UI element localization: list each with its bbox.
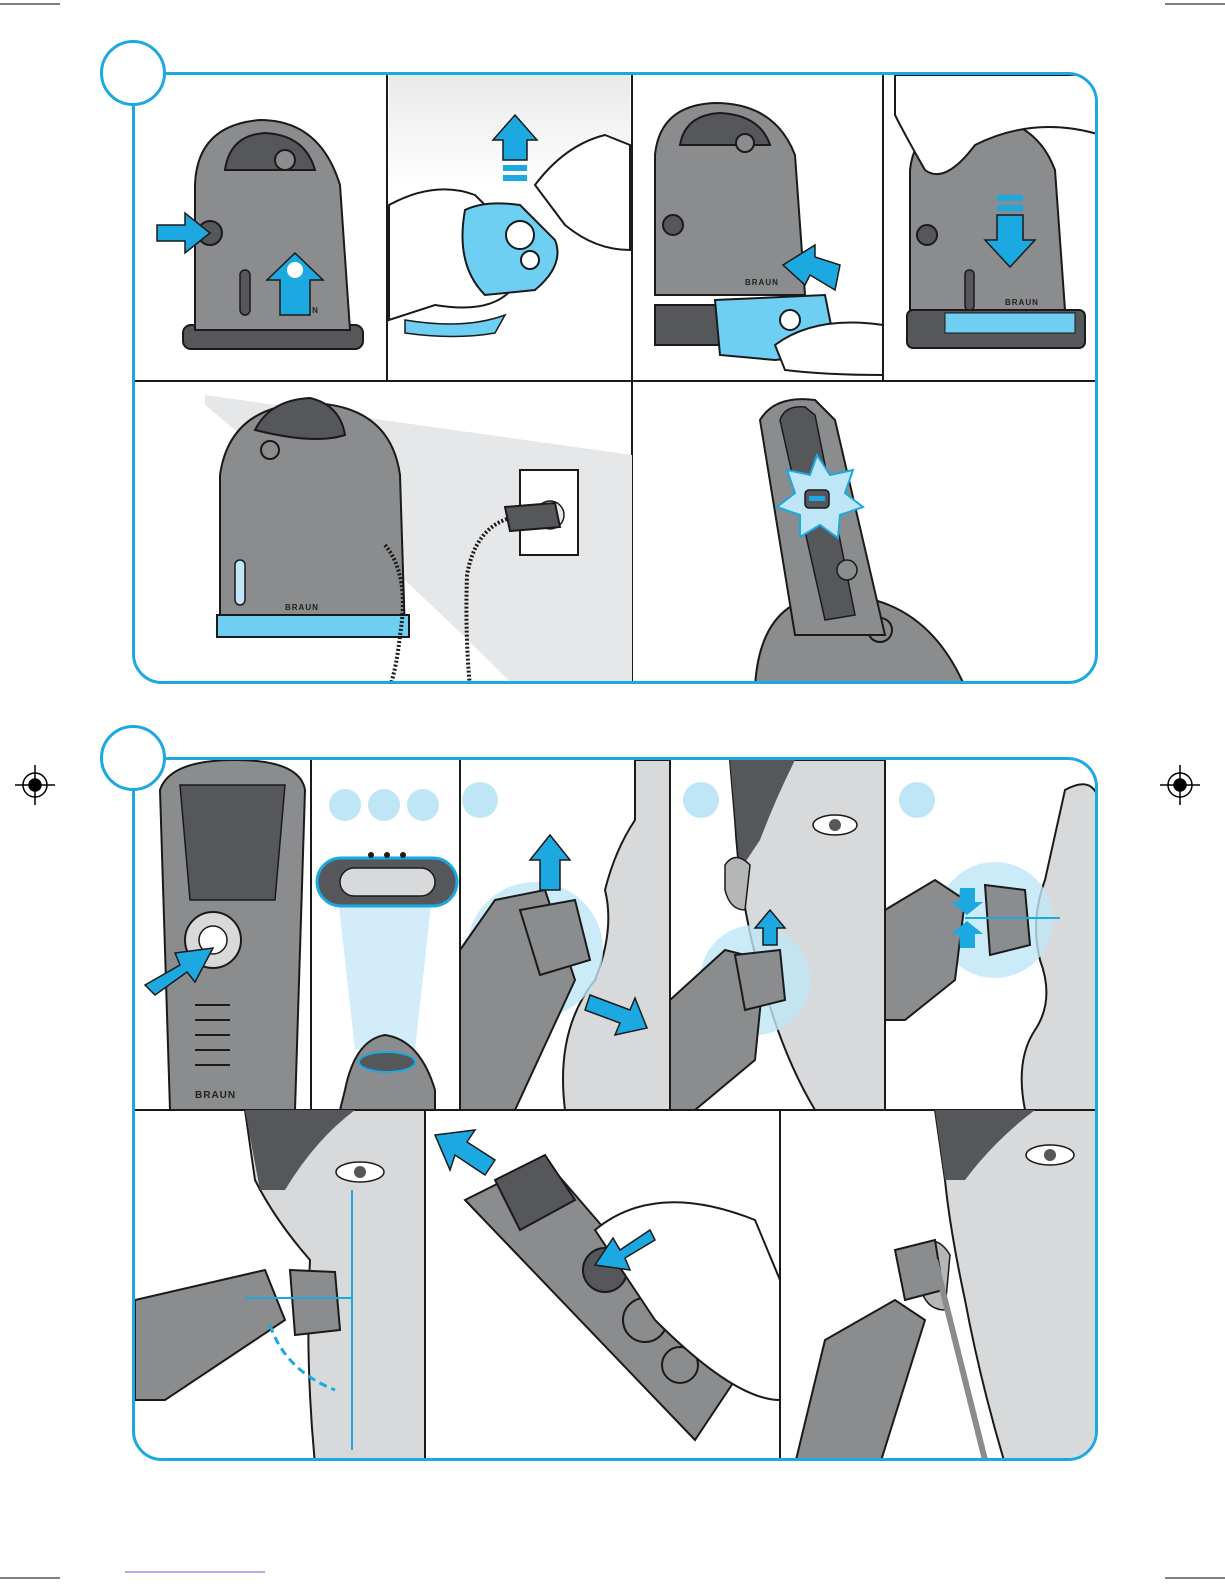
arrow-up-icon bbox=[435, 1130, 495, 1175]
panel-2-5-moustache bbox=[885, 782, 1098, 1110]
registration-mark-right bbox=[1160, 765, 1200, 805]
panel-4-close-station: BRAUN bbox=[895, 75, 1098, 348]
panel-2-remove-lid bbox=[389, 75, 630, 337]
panel-2-2-switch-positions bbox=[317, 789, 457, 1110]
panel-3-insert-cartridge: BRAUN bbox=[655, 103, 883, 375]
section-2-frame: BRAUN bbox=[132, 757, 1098, 1461]
panel-2-8-trim-sideburn bbox=[795, 1110, 1098, 1461]
panel-2-4-shave-jaw bbox=[670, 760, 885, 1110]
section-1-illustrations: BRAUN BRAUN bbox=[135, 75, 1098, 684]
power-icon bbox=[261, 441, 279, 459]
panel-2-6-sideburn-trim bbox=[135, 1110, 425, 1461]
section-2-marker bbox=[100, 725, 166, 791]
panel-5-plug-in: BRAUN bbox=[205, 395, 632, 684]
power-icon bbox=[275, 150, 295, 170]
registration-mark-left bbox=[15, 765, 55, 805]
svg-text:BRAUN: BRAUN bbox=[745, 278, 779, 287]
svg-text:BRAUN: BRAUN bbox=[1005, 298, 1039, 307]
svg-text:BRAUN: BRAUN bbox=[285, 603, 319, 612]
section-1-frame: BRAUN BRAUN bbox=[132, 72, 1098, 684]
section-1-marker bbox=[100, 40, 166, 106]
panel-2-7-extend-trimmer bbox=[435, 1130, 780, 1440]
panel-6-shaver-in-station bbox=[755, 399, 965, 684]
panel-1-station-release: BRAUN bbox=[157, 120, 363, 349]
plug-icon bbox=[505, 503, 560, 531]
panel-2-1-shaver-power: BRAUN bbox=[145, 760, 305, 1110]
arrow-up-icon bbox=[530, 835, 570, 890]
power-icon bbox=[736, 134, 754, 152]
panel-2-3-shave-cheek bbox=[460, 760, 670, 1110]
section-2-illustrations: BRAUN bbox=[135, 760, 1098, 1461]
brand-logo: BRAUN bbox=[195, 1090, 236, 1101]
